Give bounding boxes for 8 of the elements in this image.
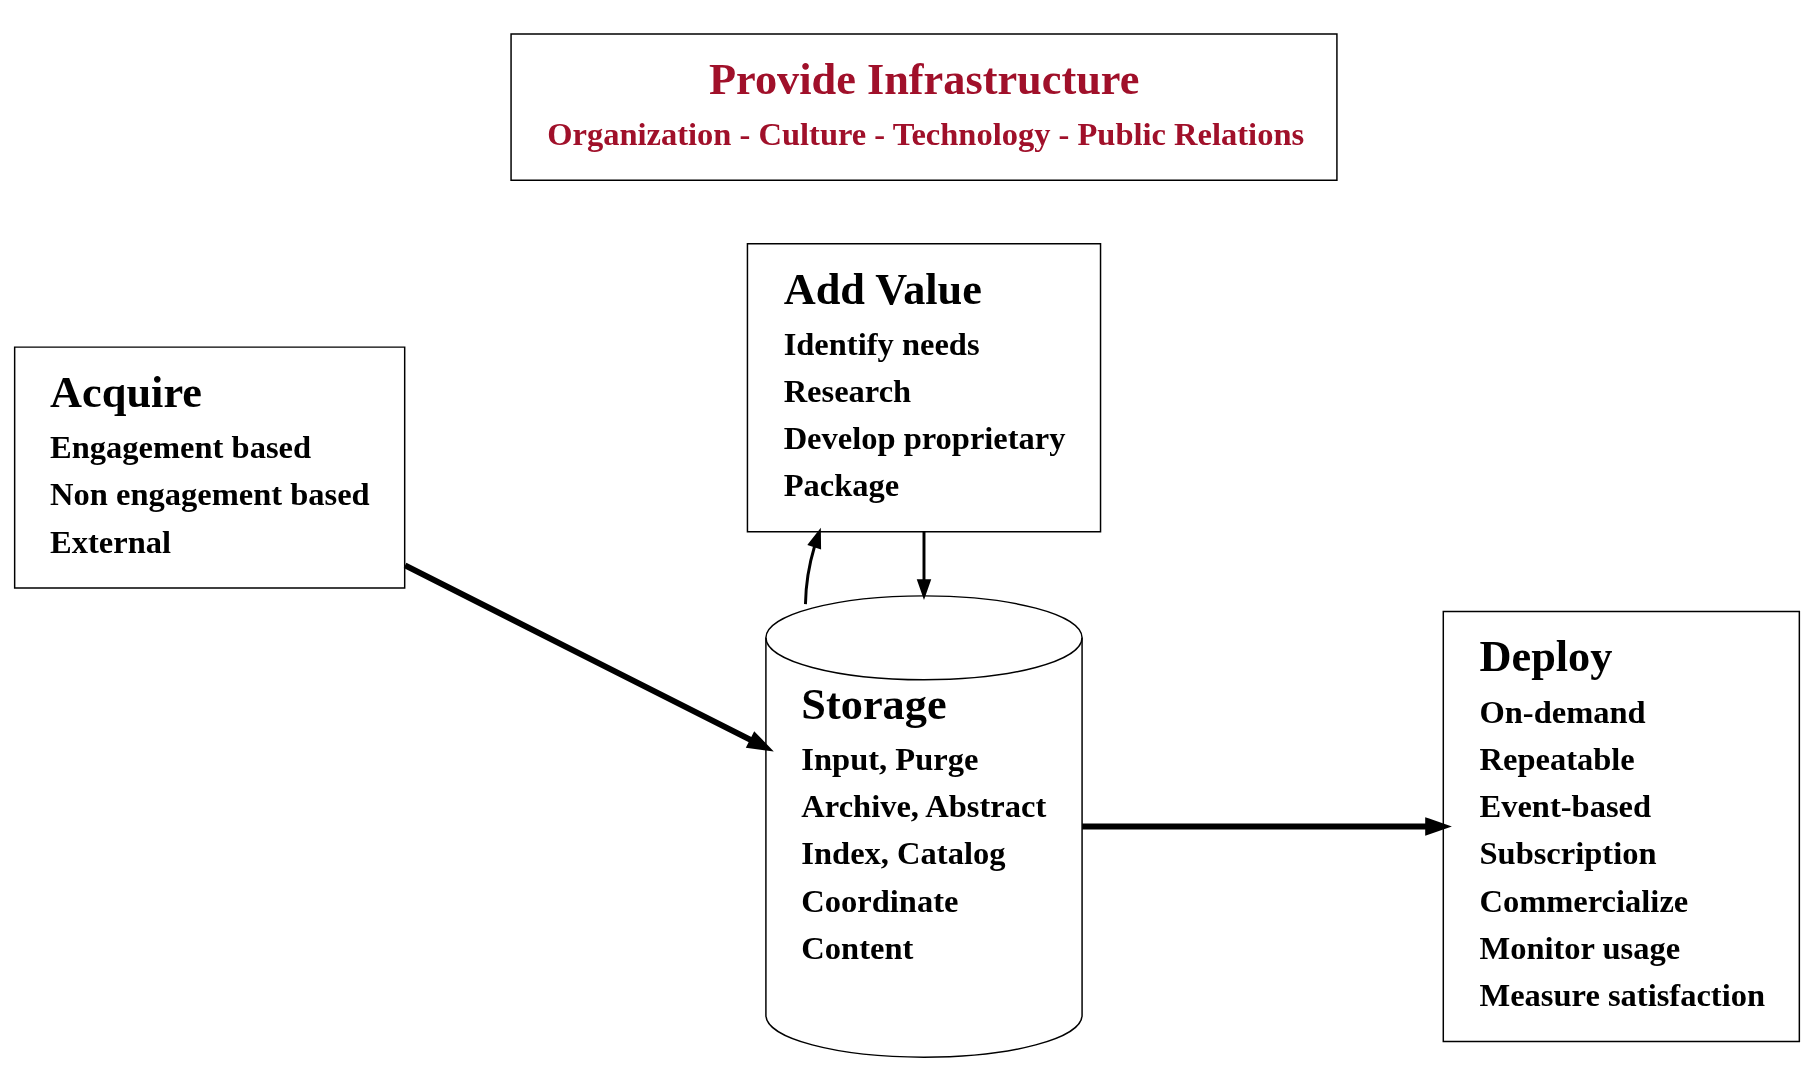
node-box: Acquire Engagement based Non engagement based External bbox=[13, 346, 406, 589]
arrow bbox=[403, 562, 774, 752]
node-box: Add Value Identify needs Research Develop proprietary Package bbox=[746, 242, 1102, 533]
arrow bbox=[1082, 817, 1452, 836]
arrow bbox=[804, 527, 822, 605]
arrow bbox=[916, 531, 932, 601]
node-box: Deploy On-demand Repeatable Event-based Subscription Commercialize Monitor usage Measure satisfaction bbox=[1442, 610, 1801, 1043]
node-box: Provide Infrastructure Organization - Culture - Technology - Public Relations bbox=[510, 33, 1338, 181]
